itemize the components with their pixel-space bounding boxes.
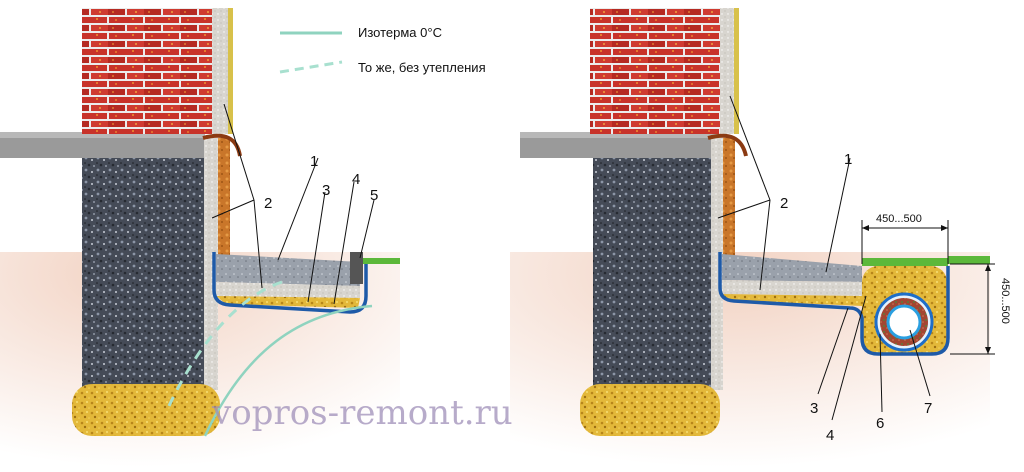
right-wall-insulation (720, 8, 736, 134)
left-membrane (212, 252, 368, 314)
left-footing-gravel (72, 384, 220, 436)
dim-width-arrow-left (862, 225, 869, 231)
right-label-1: 1 (844, 151, 852, 168)
right-plinth-highlight (520, 132, 718, 138)
left-clay-layer (218, 138, 230, 256)
left-label-2: 2 (264, 195, 272, 212)
right-plinth-insulation (711, 138, 723, 390)
legend-uninsulated-swatch (279, 60, 343, 74)
legend-uninsulated-label: То же, без утепления (358, 60, 486, 75)
left-blind-area-slab (216, 254, 360, 286)
right-drain-pipe (886, 304, 922, 340)
right-label-6: 6 (876, 415, 884, 432)
right-label-7: 7 (924, 400, 932, 417)
right-grass (948, 256, 990, 264)
right-insulation-board (722, 280, 862, 296)
left-wall-insulation (212, 8, 230, 134)
left-leader-2c (253, 199, 263, 289)
right-drip-edge (707, 133, 748, 157)
left-wall-facing (228, 8, 233, 134)
left-leader-4 (333, 181, 355, 305)
right-membrane (718, 252, 950, 356)
left-isotherm-uninsulated-line (166, 280, 283, 409)
right-brick-wall (590, 8, 722, 134)
dim-width-arrow-right (941, 225, 948, 231)
dim-height-label: 450...500 (999, 278, 1011, 324)
right-sand-bed (722, 294, 862, 306)
left-sand-bed (216, 296, 360, 308)
right-footing-gravel (580, 384, 720, 436)
left-isotherm-line (203, 304, 373, 437)
watermark: vopros-remont.ru (211, 393, 513, 433)
right-leader-4 (831, 295, 867, 421)
right-leader-6 (879, 333, 883, 413)
left-diagram: 1 2 3 4 5 (0, 8, 400, 467)
right-leader-2a (729, 95, 771, 201)
dim-height-arrow-bottom (985, 347, 991, 354)
dim-height-arrow-top (985, 264, 991, 271)
right-clay-layer (723, 138, 735, 256)
legend: Изотерма 0°С То же, без утепления (279, 25, 486, 75)
left-plinth-insulation (204, 138, 218, 390)
left-curb-stone (350, 252, 363, 284)
right-label-4: 4 (826, 427, 834, 444)
right-grass-trench (862, 258, 948, 266)
left-grass (363, 258, 400, 264)
left-foundation (82, 158, 204, 390)
right-blind-area-slab (722, 254, 862, 282)
right-leader-7 (909, 329, 931, 397)
left-plinth-highlight (0, 132, 205, 138)
right-diagram: 450...500 450...500 1 2 3 4 6 7 (510, 8, 1011, 467)
left-leader-2b (211, 199, 255, 219)
left-label-3: 3 (322, 182, 330, 199)
left-label-4: 4 (352, 171, 360, 188)
left-brick-wall (82, 8, 214, 134)
left-label-5: 5 (370, 187, 378, 204)
right-label-2: 2 (780, 195, 788, 212)
left-leader-1 (277, 157, 319, 261)
left-insulation-board (216, 282, 360, 298)
right-wall-facing (734, 8, 739, 134)
right-foundation (593, 158, 711, 390)
left-label-1: 1 (310, 153, 318, 170)
legend-isotherm-label: Изотерма 0°С (358, 25, 442, 40)
right-label-3: 3 (810, 400, 818, 417)
right-leader-3 (817, 307, 849, 395)
right-leader-2c (759, 199, 771, 291)
right-leader-2b (717, 199, 771, 219)
left-leader-3 (307, 191, 326, 303)
right-leader-1 (825, 157, 851, 273)
left-leader-2a (223, 103, 255, 201)
dim-width-label: 450...500 (876, 213, 922, 225)
left-leader-5 (359, 199, 375, 259)
